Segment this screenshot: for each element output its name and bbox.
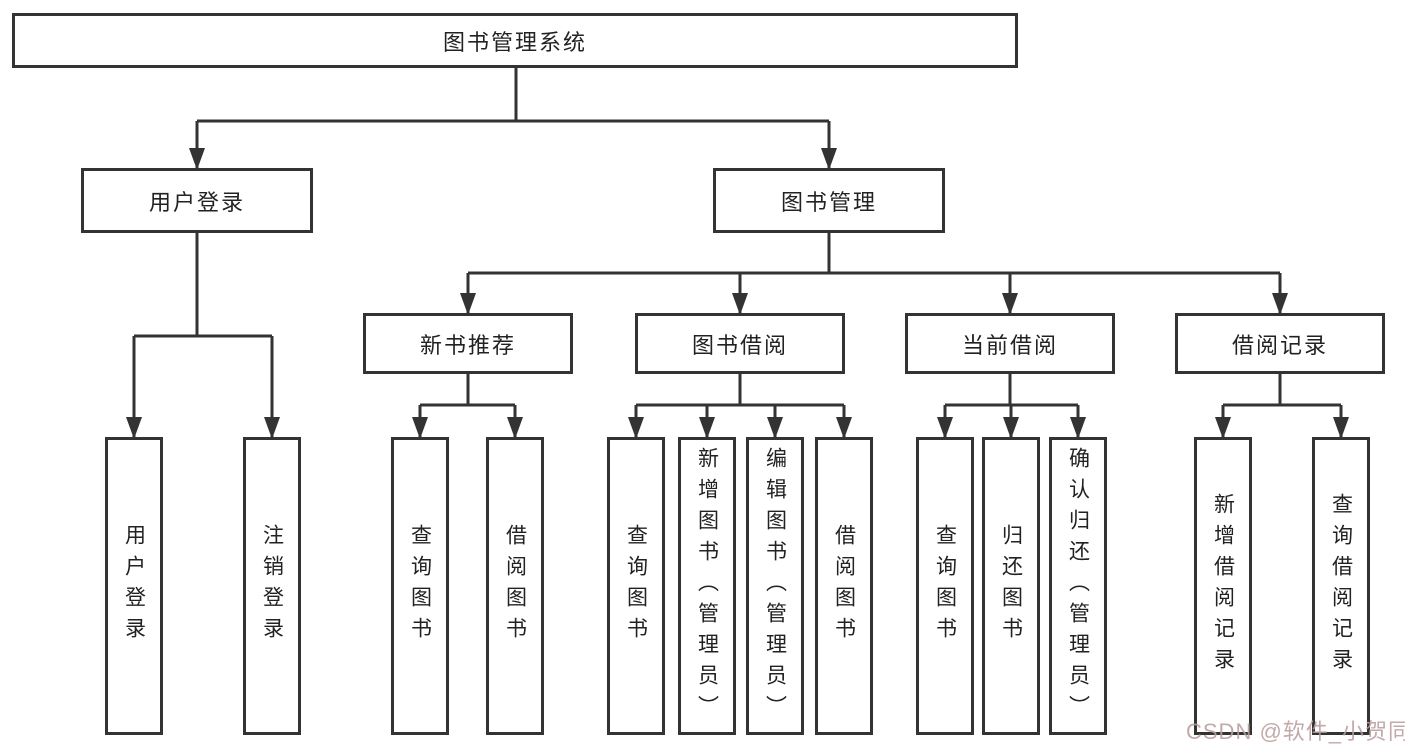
leaf-logout: 注销登录 — [243, 437, 301, 735]
arrow-down-icons — [126, 148, 1349, 439]
leaf-label: 查询图书 — [624, 524, 648, 648]
leaf-query-books-current: 查询图书 — [916, 437, 974, 735]
leaf-query-books-borrow: 查询图书 — [607, 437, 665, 735]
leaf-label: 确认归还（管理员） — [1066, 446, 1090, 726]
csdn-watermark: CSDN @软件_小贺同学 — [1186, 719, 1405, 744]
leaf-label: 查询图书 — [408, 524, 432, 648]
leaf-add-book-admin: 新增图书（管理员） — [678, 437, 736, 735]
leaf-user-login: 用户登录 — [105, 437, 163, 735]
leaf-label: 查询借阅记录 — [1329, 493, 1353, 679]
leaf-confirm-return-admin: 确认归还（管理员） — [1049, 437, 1107, 735]
node-user-login: 用户登录 — [81, 168, 313, 233]
leaf-label: 新增图书（管理员） — [695, 446, 719, 726]
leaf-return-book: 归还图书 — [982, 437, 1040, 735]
node-new-book-recommend: 新书推荐 — [363, 313, 573, 374]
leaf-label: 借阅图书 — [503, 524, 527, 648]
node-current-borrow: 当前借阅 — [905, 313, 1115, 374]
leaf-add-borrow-record: 新增借阅记录 — [1194, 437, 1252, 735]
leaf-label: 编辑图书（管理员） — [763, 446, 787, 726]
tree-edges — [132, 68, 1343, 437]
leaf-borrow-books: 借阅图书 — [815, 437, 873, 735]
leaf-label: 查询图书 — [933, 524, 957, 648]
node-book-borrow: 图书借阅 — [635, 313, 845, 374]
leaf-label: 借阅图书 — [832, 524, 856, 648]
leaf-label: 注销登录 — [260, 524, 284, 648]
leaf-edit-book-admin: 编辑图书（管理员） — [746, 437, 804, 735]
leaf-query-borrow-record: 查询借阅记录 — [1312, 437, 1370, 735]
node-book-management: 图书管理 — [713, 168, 945, 233]
leaf-query-books-recommend: 查询图书 — [391, 437, 449, 735]
node-borrow-records: 借阅记录 — [1175, 313, 1385, 374]
leaf-borrow-books-recommend: 借阅图书 — [486, 437, 544, 735]
leaf-label: 用户登录 — [122, 524, 146, 648]
leaf-label: 新增借阅记录 — [1211, 493, 1235, 679]
node-library-system: 图书管理系统 — [12, 13, 1018, 68]
leaf-label: 归还图书 — [999, 524, 1023, 648]
